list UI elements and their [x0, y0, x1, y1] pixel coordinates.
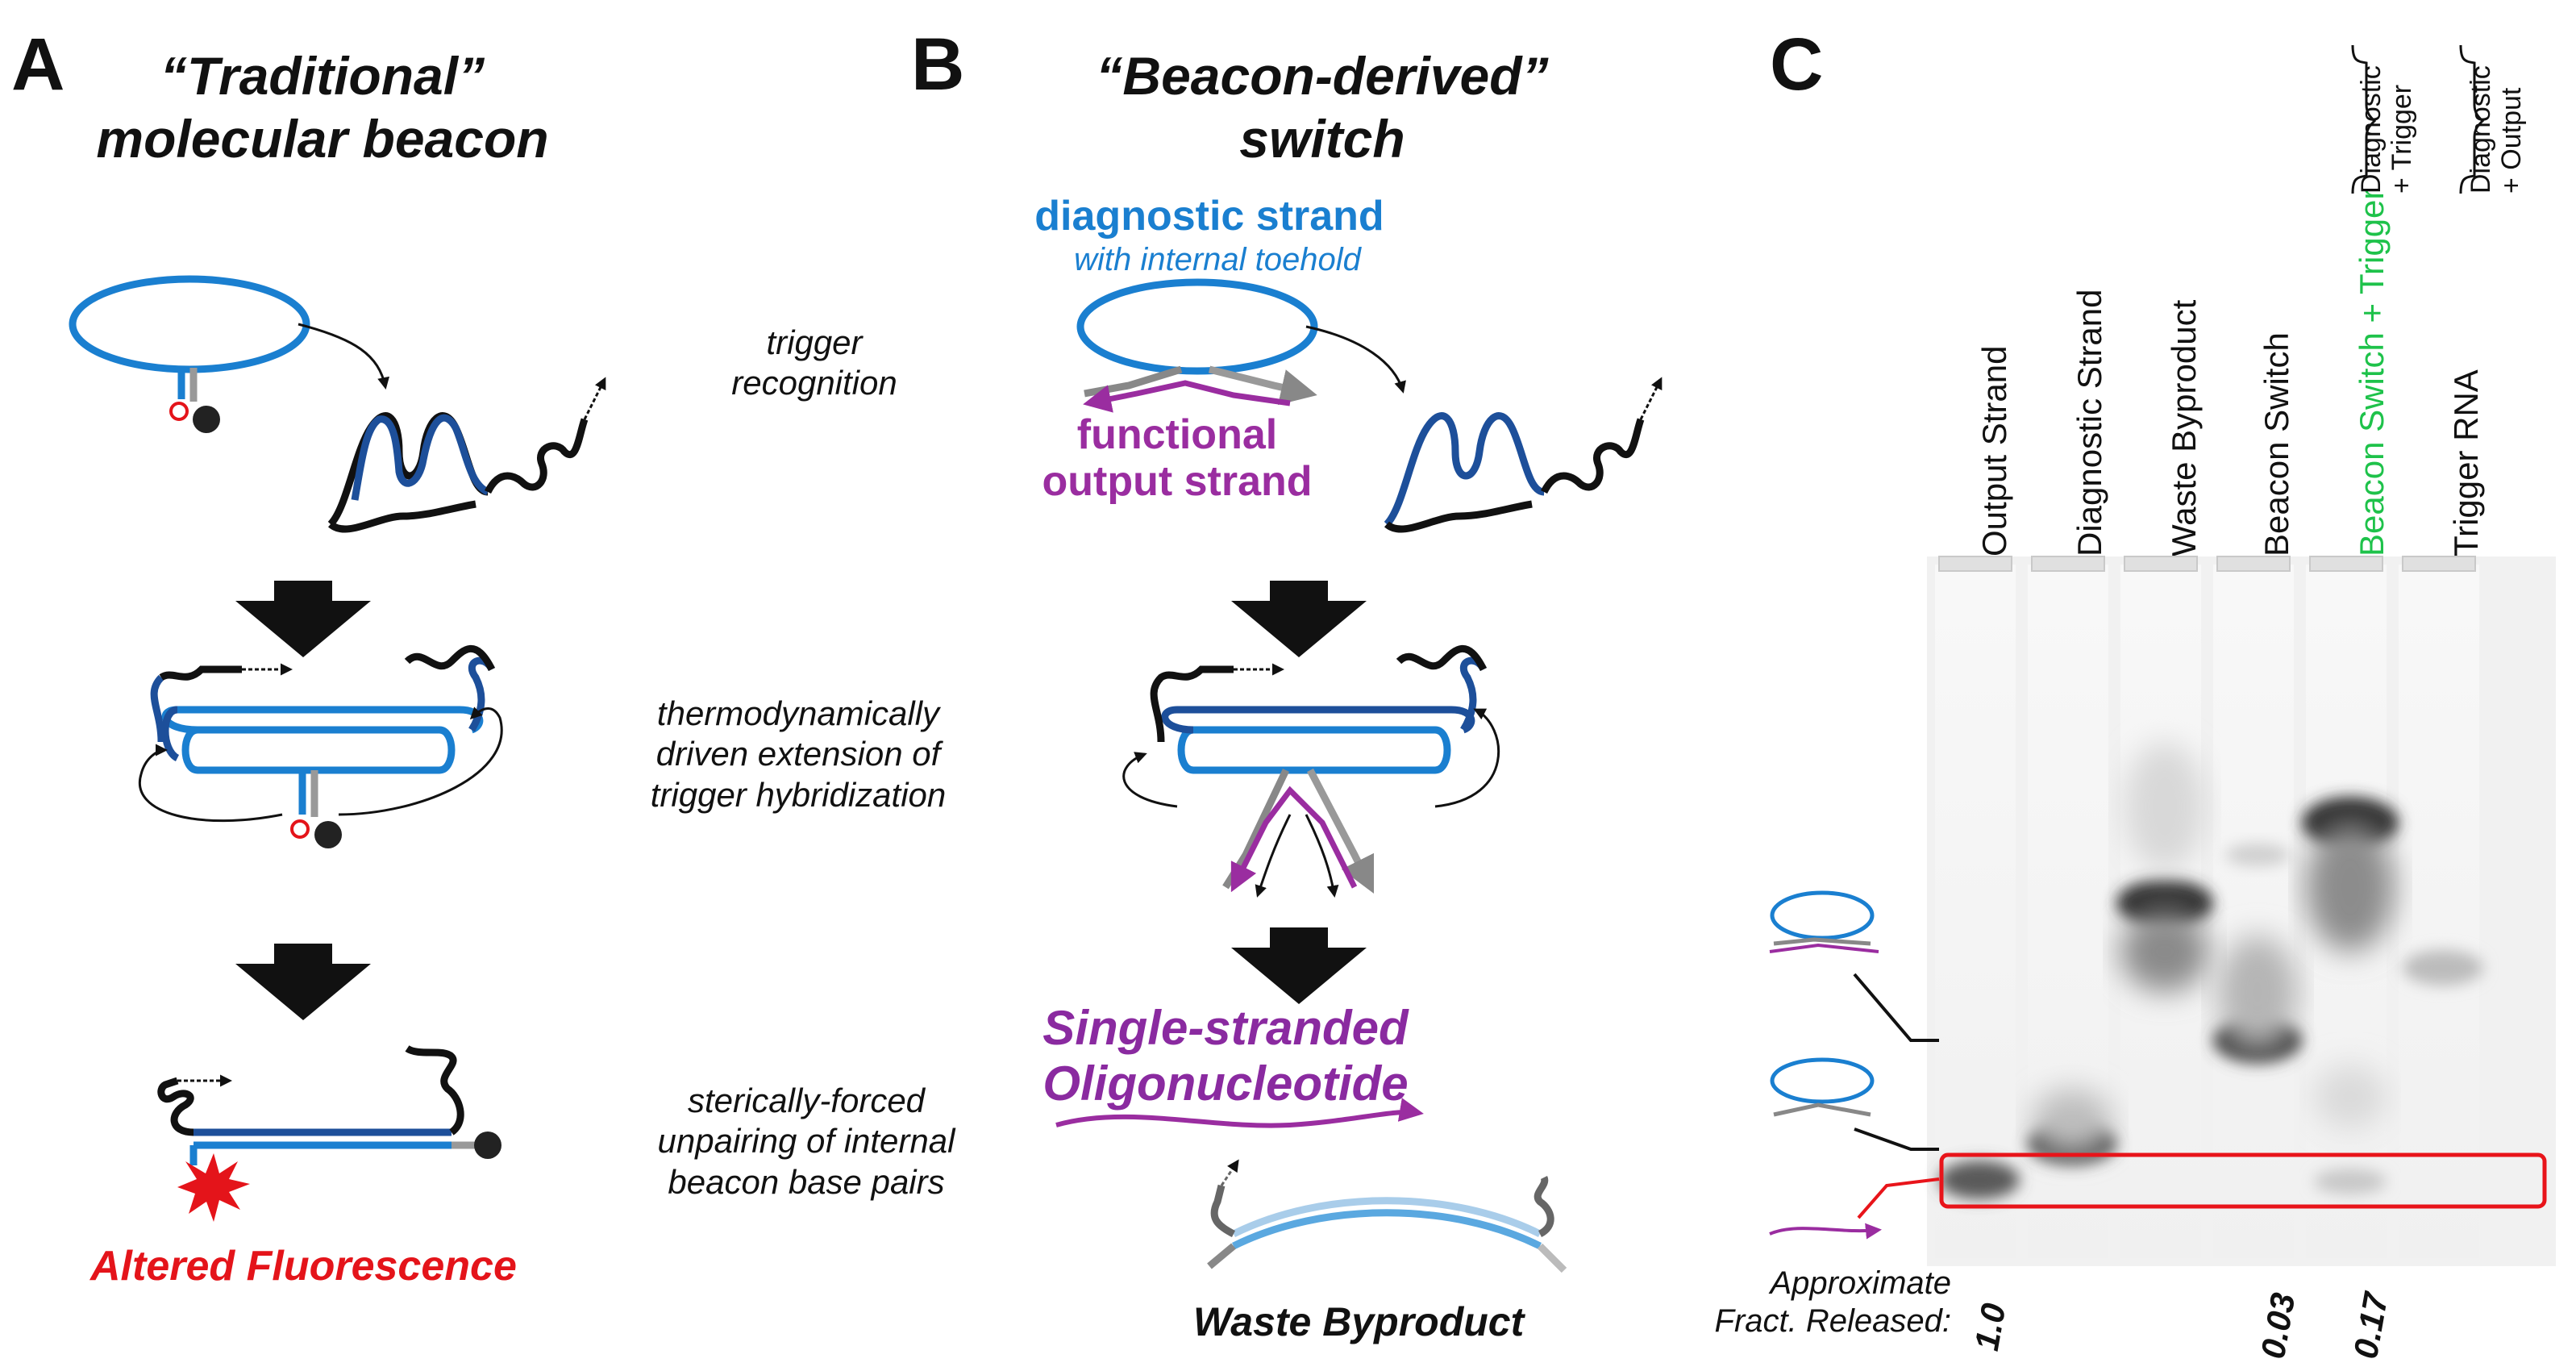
panel-b-title-line2: switch: [1239, 108, 1405, 169]
approx-fraction-label: Approximate Fract. Released:: [1580, 1265, 1951, 1340]
down-arrow-b2-icon: [1231, 927, 1367, 1004]
panel-b-letter: B: [911, 23, 965, 106]
marker-output-icon: [1769, 1177, 1940, 1240]
down-arrow-a2-icon: [235, 944, 371, 1020]
panel-a-title-line1: “Traditional”: [160, 46, 485, 106]
marker-diagnostic-icon: [1770, 1057, 1939, 1151]
quencher-a3-icon: [474, 1132, 501, 1159]
approx-line1: Approximate: [1770, 1265, 1951, 1301]
trigger-strand-b1: [1384, 377, 1663, 533]
beacon-switch-b1: [1076, 278, 1406, 413]
product-line2: Oligonucleotide: [1042, 1057, 1409, 1111]
brace-waste-icon: [2351, 44, 2377, 194]
fluorophore-a2-icon: [290, 819, 310, 839]
approx-line2: Fract. Released:: [1714, 1303, 1951, 1340]
step-2-text: thermodynamically driven extension of tr…: [556, 694, 1040, 815]
functional-output-strand-label: functional output strand: [1000, 411, 1355, 505]
panel-a-letter: A: [11, 23, 65, 106]
output-line1: functional: [1076, 411, 1278, 458]
band-waste-byproduct: [2116, 879, 2213, 927]
band-trigger-rna: [2403, 950, 2483, 986]
panel-b-title: “Beacon-derived” switch: [1072, 45, 1572, 171]
diagnostic-strand-label: diagnostic strand: [1034, 193, 1384, 240]
single-stranded-oligo-label: Single-stranded Oligonucleotide: [992, 1000, 1459, 1111]
beacon-hairpin-a1: [69, 275, 389, 433]
switch-trigger-complex-b2: [1122, 644, 1500, 898]
step-3-line3: beacon base pairs: [668, 1162, 945, 1201]
product-line1: Single-stranded: [1042, 1001, 1409, 1055]
down-arrow-b1-icon: [1231, 581, 1367, 657]
quencher-a2-icon: [314, 821, 342, 848]
marker-duplex-icon: [1769, 890, 1939, 1042]
step-2-line2: driven extension of: [655, 735, 941, 773]
panel-a-title-line2: molecular beacon: [96, 108, 549, 169]
altered-fluorescence-label: Altered Fluorescence: [90, 1243, 517, 1290]
fluorescence-burst-icon: [177, 1153, 250, 1222]
fluorophore-icon: [169, 402, 189, 421]
quencher-icon: [193, 406, 220, 433]
panel-b-title-line1: “Beacon-derived”: [1096, 46, 1549, 106]
opened-beacon-a3: [157, 1044, 501, 1222]
brace-switch-icon: [2459, 44, 2485, 194]
step-3-text: sterically-forced unpairing of internal …: [581, 1081, 1032, 1202]
trigger-strand-a1: [327, 377, 606, 533]
waste-byproduct-label: Waste Byproduct: [1193, 1299, 1525, 1344]
band-output-strand: [1939, 1161, 2020, 1199]
internal-toehold-label: with internal toehold: [1074, 242, 1361, 277]
beacon-trigger-complex-a2: [138, 644, 503, 848]
gel-image: [1927, 556, 2556, 1266]
step-1-line1: trigger: [766, 323, 863, 361]
step-3-line1: sterically-forced: [687, 1082, 926, 1119]
step-1-text: trigger recognition: [645, 323, 984, 404]
released-strand-highlight: [1939, 1152, 2547, 1209]
step-1-line2: recognition: [731, 364, 897, 402]
step-3-line2: unpairing of internal: [657, 1122, 955, 1161]
panel-c-letter: C: [1770, 23, 1824, 106]
waste-duplex: [1207, 1159, 1567, 1273]
down-arrow-a1-icon: [235, 581, 371, 657]
step-2-line1: thermodynamically: [656, 694, 940, 732]
single-strand-product: [1055, 1098, 1424, 1128]
output-line2: output strand: [1042, 458, 1313, 506]
step-2-line3: trigger hybridization: [650, 775, 947, 814]
panel-a-title: “Traditional” molecular beacon: [81, 45, 564, 171]
